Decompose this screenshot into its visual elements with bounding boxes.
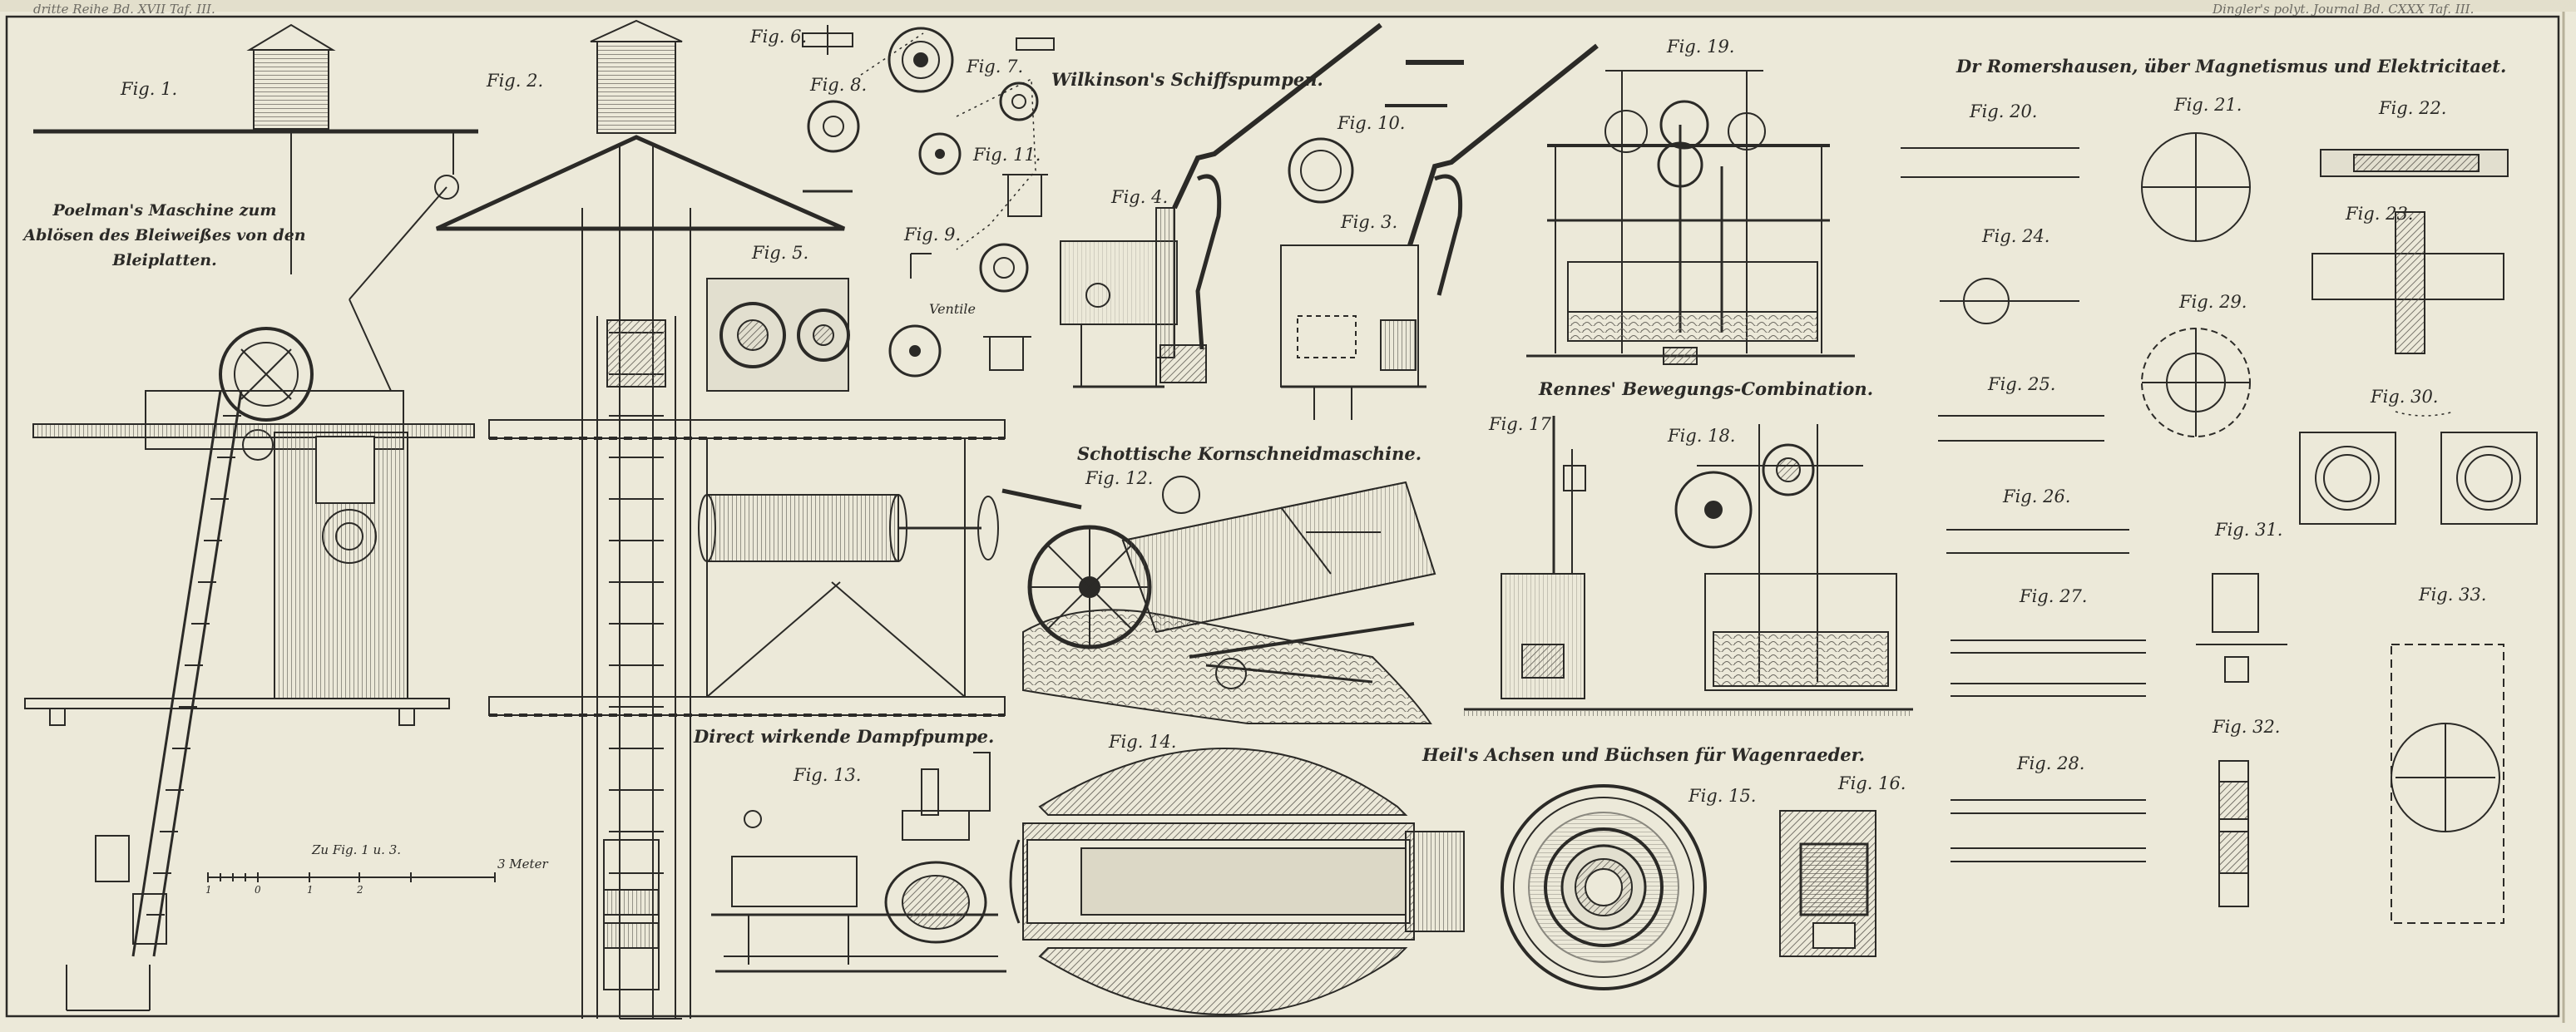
scale-tick-label: 1 [307, 884, 314, 896]
fig20-label: Fig. 20. [1970, 101, 2038, 121]
dampfpumpe-title: Direct wirkende Dampfpumpe. [694, 726, 995, 747]
fig25-label: Fig. 25. [1988, 374, 2056, 394]
fig3-drawing [1280, 43, 1599, 420]
scale-tick-label: 2 [357, 884, 363, 896]
top-margin [0, 0, 2576, 12]
fig10-label: Fig. 10. [1337, 113, 1406, 133]
fig5-label: Fig. 5. [752, 243, 809, 263]
scale-tick-label: 1 [205, 884, 212, 896]
fig9-label: Fig. 9. [904, 225, 962, 244]
plate-border [5, 15, 2560, 1018]
fig33-label: Fig. 33. [2419, 585, 2487, 605]
fig17-18-drawing [1464, 416, 1913, 716]
fig4-drawing [1060, 22, 1382, 388]
fig14-drawing [1009, 748, 1465, 1015]
poelman-title-line3: Bleiplatten. [112, 251, 217, 269]
fig23-label: Fig. 23. [2346, 204, 2414, 224]
fig26-label: Fig. 26. [2003, 486, 2071, 506]
heil-title: Heil's Achsen und Büchsen für Wagenraede… [1422, 744, 1866, 765]
fig22-label: Fig. 22. [2379, 98, 2447, 118]
poelman-title-line2: Ablösen des Bleiweißes von den [23, 226, 306, 244]
poelman-title-line1: Poelman's Maschine zum [52, 201, 277, 220]
fig18-label: Fig. 18. [1668, 426, 1736, 446]
fig13-drawing [711, 752, 1006, 973]
fig6-label: Fig. 6. [750, 27, 808, 47]
fig8-label: Fig. 8. [810, 75, 868, 95]
romershausen-drawings [1901, 132, 2538, 924]
fig16-drawing [1779, 810, 1876, 957]
pump-parts-drawing [706, 25, 1464, 392]
fig24-label: Fig. 24. [1982, 226, 2050, 246]
fig15-label: Fig. 15. [1688, 786, 1757, 806]
fig21-label: Fig. 21. [2174, 95, 2242, 115]
fig16-label: Fig. 16. [1838, 773, 1906, 793]
scale-end-label: 3 Meter [497, 857, 548, 872]
fig1-drawing [24, 23, 478, 1011]
fig3-label: Fig. 3. [1341, 212, 1398, 232]
fig1-label: Fig. 1. [121, 79, 178, 99]
fig32-label: Fig. 32. [2213, 717, 2281, 737]
fig2-label: Fig. 2. [487, 71, 544, 91]
fig12-label: Fig. 12. [1085, 468, 1154, 488]
fig12-drawing [1001, 476, 1436, 724]
fig11-label: Fig. 11. [973, 145, 1041, 165]
fig2-drawing [435, 19, 1006, 1020]
fig13-label: Fig. 13. [794, 765, 862, 785]
rennes-title: Rennes' Bewegungs-Combination. [1539, 378, 1874, 399]
scale-bar [207, 872, 496, 882]
fig14-label: Fig. 14. [1109, 732, 1177, 752]
fig29-label: Fig. 29. [2179, 292, 2247, 312]
poelman-title: Poelman's Maschine zum Ablösen des Bleiw… [15, 198, 314, 273]
fig30-label: Fig. 30. [2371, 387, 2439, 407]
fig4-label: Fig. 4. [1111, 187, 1169, 207]
fig28-label: Fig. 28. [2017, 753, 2085, 773]
kornschneid-title: Schottische Kornschneidmaschine. [1077, 443, 1422, 464]
fig19-label: Fig. 19. [1667, 37, 1735, 57]
ventile-label: Ventile [929, 301, 976, 317]
scale-caption: Zu Fig. 1 u. 3. [312, 842, 402, 857]
romershausen-title: Dr Romershausen, über Magnetismus und El… [1956, 56, 2507, 77]
wilkinson-title: Wilkinson's Schiffspumpen. [1051, 69, 1323, 90]
fig27-label: Fig. 27. [2020, 586, 2088, 606]
leader-lines [860, 32, 2455, 417]
scale-tick-label: 0 [255, 884, 261, 896]
plate-header-right: Dingler's polyt. Journal Bd. CXXX Taf. I… [2213, 2, 2475, 17]
fig7-label: Fig. 7. [967, 57, 1024, 77]
fig31-label: Fig. 31. [2215, 520, 2283, 540]
plate-header-left: dritte Reihe Bd. XVII Taf. III. [33, 2, 215, 17]
fig17-label: Fig. 17. [1489, 414, 1557, 434]
fig19-drawing [1526, 70, 1855, 365]
fig15-drawing [1501, 784, 1707, 990]
